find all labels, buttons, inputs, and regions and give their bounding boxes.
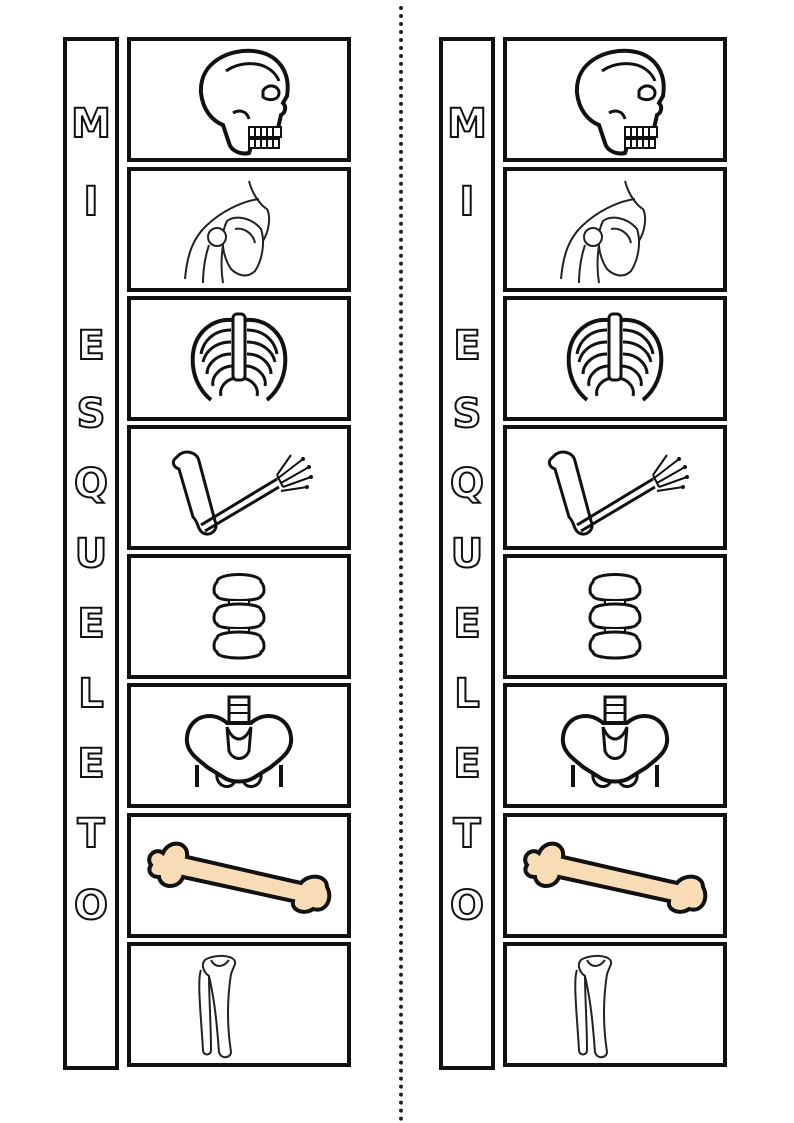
title-letter: T — [76, 810, 105, 858]
title-column: M I E S Q U E L E T O — [439, 37, 495, 1070]
title-letter: E — [452, 322, 481, 370]
title-letter: E — [76, 600, 105, 648]
card-ribcage — [503, 296, 727, 421]
vertebrae-icon — [212, 573, 266, 660]
bone-cards — [127, 37, 351, 1070]
skull-icon — [198, 48, 290, 156]
card-skull — [503, 37, 727, 162]
cut-line — [399, 6, 403, 1122]
card-vertebrae — [127, 554, 351, 679]
femur-icon — [523, 841, 708, 914]
vertebrae-icon — [588, 573, 642, 660]
card-tibia — [503, 942, 727, 1067]
title-letter: L — [453, 670, 481, 718]
card-vertebrae — [503, 554, 727, 679]
card-shoulder — [503, 167, 727, 292]
card-skull — [127, 37, 351, 162]
ribcage-icon — [190, 312, 288, 402]
title-letter: O — [449, 882, 485, 930]
title-letter: S — [452, 390, 483, 438]
title-letter: M — [70, 100, 112, 148]
card-arm — [503, 425, 727, 550]
tibia-fibula-icon — [574, 954, 613, 1059]
title-letter: I — [83, 178, 100, 226]
title-letter: E — [76, 322, 105, 370]
card-femur — [127, 813, 351, 938]
shoulder-icon — [184, 180, 271, 284]
card-tibia — [127, 942, 351, 1067]
title-column: M I E S Q U E L E T O — [63, 37, 119, 1070]
title-letter: T — [452, 810, 481, 858]
title-letter: O — [73, 882, 109, 930]
arm-bones-icon — [171, 450, 315, 536]
bookmark-right: M I E S Q U E L E T O — [439, 37, 729, 1070]
card-ribcage — [127, 296, 351, 421]
bone-cards — [503, 37, 727, 1070]
card-shoulder — [127, 167, 351, 292]
card-pelvis — [127, 683, 351, 808]
title-letter: U — [450, 530, 484, 578]
title-letter: Q — [449, 460, 485, 508]
title-letter: E — [452, 740, 481, 788]
card-femur — [503, 813, 727, 938]
tibia-fibula-icon — [198, 954, 237, 1059]
ribcage-icon — [566, 312, 664, 402]
title-letter: U — [74, 530, 108, 578]
title-letter: E — [76, 740, 105, 788]
title-letter: I — [459, 178, 476, 226]
arm-bones-icon — [547, 450, 691, 536]
skull-icon — [574, 48, 666, 156]
pelvis-icon — [184, 695, 294, 789]
shoulder-icon — [560, 180, 647, 284]
femur-icon — [147, 841, 332, 914]
card-pelvis — [503, 683, 727, 808]
title-letter: L — [77, 670, 105, 718]
title-letter: E — [452, 600, 481, 648]
title-letter: S — [76, 390, 107, 438]
pelvis-icon — [560, 695, 670, 789]
card-arm — [127, 425, 351, 550]
title-letter: M — [446, 100, 488, 148]
bookmark-left: M I E S Q U E L E T O — [63, 37, 353, 1070]
title-letter: Q — [73, 460, 109, 508]
